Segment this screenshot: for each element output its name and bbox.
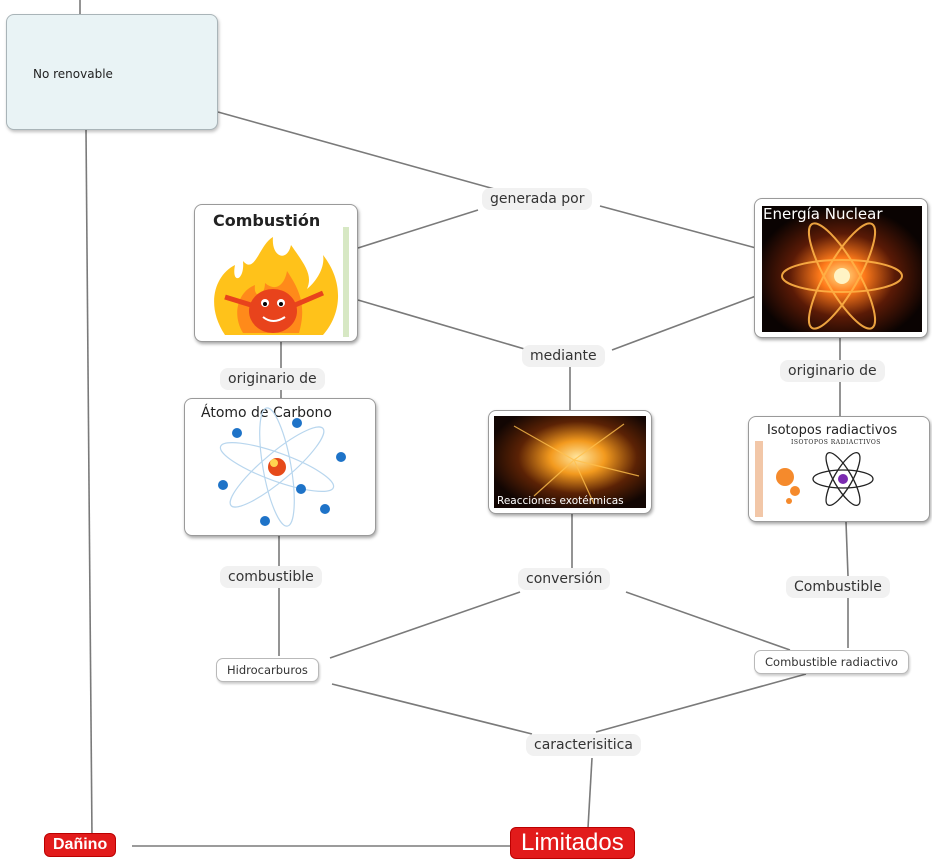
link-label-caracterisitica: caracterisitica — [526, 734, 641, 756]
concept-reacciones[interactable]: Reacciones exotérmicas — [488, 410, 652, 514]
flame-character-icon — [214, 227, 349, 337]
concept-no-renovable[interactable]: No renovable — [6, 14, 218, 130]
link-label-generada-por: generada por — [482, 188, 593, 210]
link-label-combustible: combustible — [220, 566, 322, 588]
concept-atomo-carbono[interactable]: Átomo de Carbono — [184, 398, 376, 536]
concept-energia-nuclear[interactable]: Energía Nuclear — [754, 198, 928, 338]
concept-combustion[interactable]: Combustión — [194, 204, 358, 342]
link-line — [85, 129, 93, 839]
link-label-conversion: conversión — [518, 568, 611, 590]
fire-burst-icon — [494, 416, 646, 508]
concept-label: Átomo de Carbono — [201, 405, 332, 421]
concept-combustible-radiactivo[interactable]: Combustible radiactivo — [754, 650, 909, 674]
concept-label: Reacciones exotérmicas — [497, 495, 624, 507]
concept-label: No renovable — [33, 67, 113, 81]
concept-label: Combustión — [213, 211, 321, 230]
link-line — [217, 111, 499, 191]
link-label-originario-de: originario de — [780, 360, 885, 382]
concept-danino[interactable]: Dañino — [44, 833, 117, 857]
isotope-atom-icon — [755, 441, 874, 517]
link-line — [599, 205, 757, 249]
link-label-combustible: Combustible — [786, 576, 890, 598]
link-line — [329, 591, 521, 659]
concept-isotopos[interactable]: Isotopos radiactivos ISOTOPOS RADIACTIVO… — [748, 416, 930, 522]
link-line — [625, 591, 791, 651]
concept-hidrocarburos[interactable]: Hidrocarburos — [216, 658, 319, 682]
concept-sublabel: ISOTOPOS RADIACTIVOS — [791, 439, 881, 446]
link-line — [331, 683, 533, 735]
link-line — [357, 299, 529, 351]
link-line — [587, 757, 593, 829]
concept-limitados[interactable]: Limitados — [510, 827, 635, 859]
link-label-mediante: mediante — [522, 345, 605, 367]
link-line — [357, 209, 479, 249]
link-label-originario-de: originario de — [220, 368, 325, 390]
link-line — [845, 521, 849, 577]
link-line — [595, 673, 807, 733]
concept-label: Isotopos radiactivos — [767, 423, 898, 438]
atom-glow-icon — [762, 206, 922, 332]
carbon-atom-icon — [218, 407, 346, 527]
concept-label: Energía Nuclear — [763, 205, 883, 223]
link-line — [611, 295, 757, 351]
